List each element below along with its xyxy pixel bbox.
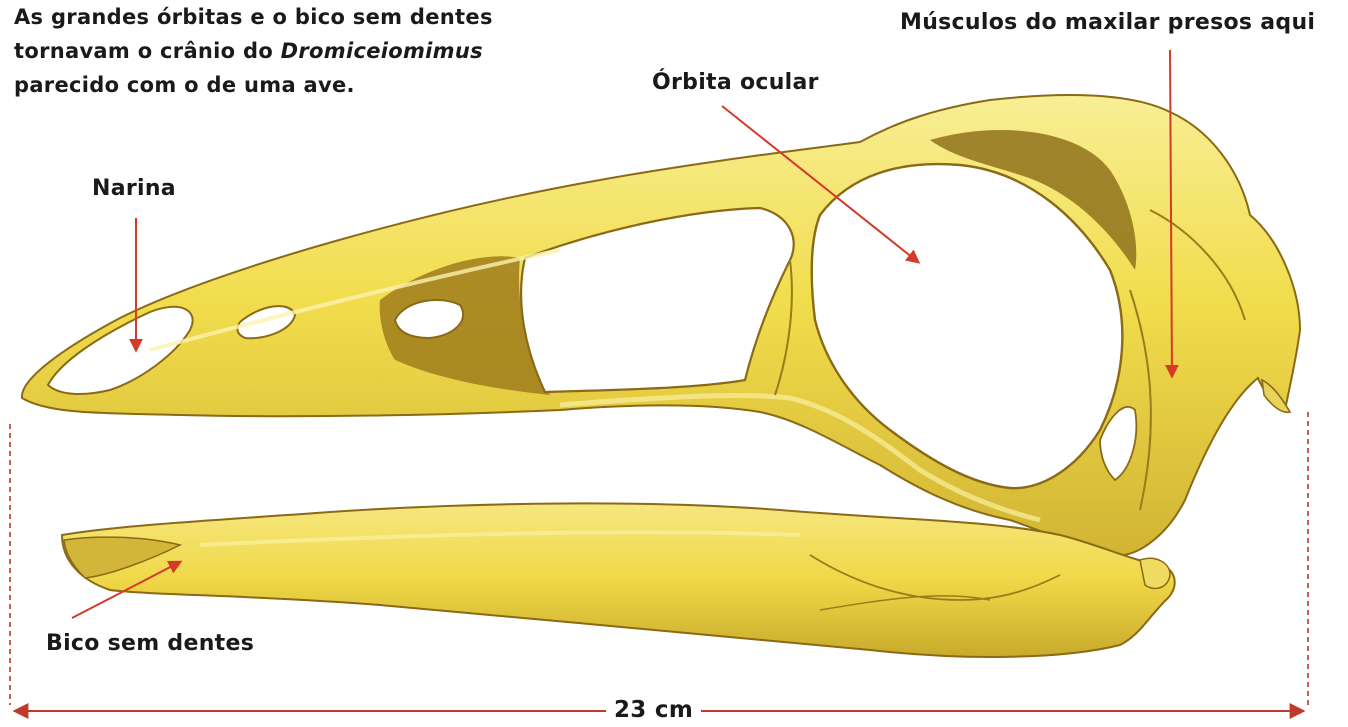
caption-genus: Dromiceiomimus xyxy=(281,39,483,63)
articular-knob xyxy=(1140,558,1170,588)
caption-line-2: tornavam o crânio do Dromiceiomimus xyxy=(14,34,493,68)
caption: As grandes órbitas e o bico sem dentes t… xyxy=(14,0,493,102)
scale-label: 23 cm xyxy=(606,694,701,726)
cranium xyxy=(22,95,1300,556)
musculos-label: Músculos do maxilar presos aqui xyxy=(900,6,1315,39)
caption-line-1: As grandes órbitas e o bico sem dentes xyxy=(14,0,493,34)
caption-line-2-prefix: tornavam o crânio do xyxy=(14,39,281,63)
narina-label: Narina xyxy=(92,172,176,205)
bico-label: Bico sem dentes xyxy=(46,627,254,660)
caption-line-3: parecido com o de uma ave. xyxy=(14,68,493,102)
orbita-label: Órbita ocular xyxy=(652,66,819,99)
